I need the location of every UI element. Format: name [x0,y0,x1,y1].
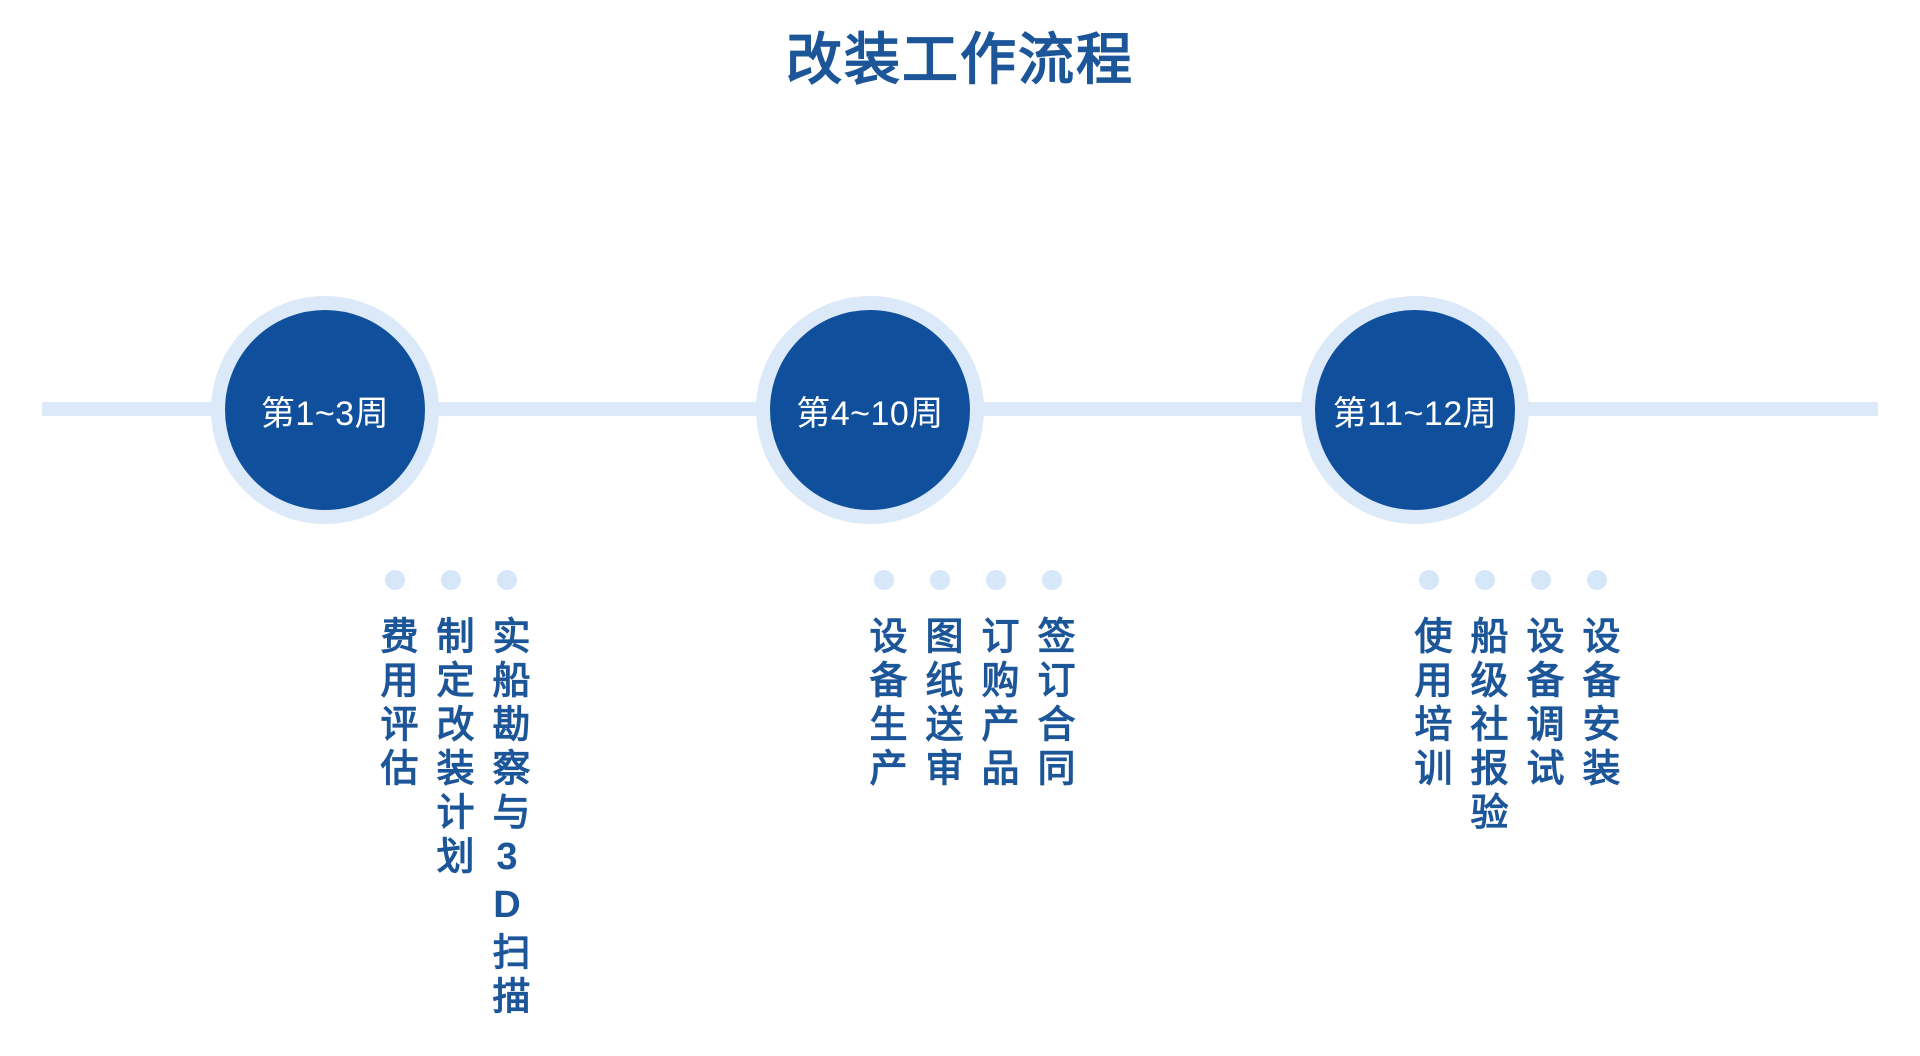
list-item[interactable]: 费用评估 [367,570,423,792]
page-title: 改装工作流程 [786,28,1134,91]
list-item[interactable]: 实船勘察与3D扫描 [479,570,535,1020]
stage-items-2: 签订合同 订购产品 图纸送审 设备生产 [660,570,1164,1040]
stage-item-label: 设备生产 [863,616,905,792]
list-item[interactable]: 船级社报验 [1457,570,1513,836]
bullet-dot-icon [385,570,405,590]
bullet-dot-icon [1475,570,1495,590]
timeline-stage-2: 第4~10周 签订合同 订购产品 图纸送审 设备生产 [660,0,1080,1056]
list-item[interactable]: 设备生产 [856,570,912,792]
bullet-dot-icon [1419,570,1439,590]
stage-item-label: 订购产品 [975,616,1017,792]
bullet-dot-icon [1587,570,1607,590]
stage-item-label: 图纸送审 [919,616,961,792]
list-item[interactable]: 设备安装 [1569,570,1625,792]
stage-node-label-3: 第11~12周 [1332,394,1498,433]
bullet-dot-icon [1042,570,1062,590]
stage-items-1: 实船勘察与3D扫描 制定改装计划 费用评估 [115,570,593,1040]
stage-items-3: 设备安装 设备调试 船级社报验 使用培训 [1205,570,1709,1040]
bullet-dot-icon [986,570,1006,590]
bullet-dot-icon [441,570,461,590]
bullet-dot-icon [930,570,950,590]
stage-item-label: 设备调试 [1520,616,1562,792]
list-item[interactable]: 设备调试 [1513,570,1569,792]
stage-item-label: 费用评估 [374,616,416,792]
stage-node-label-1: 第1~3周 [260,394,390,433]
stage-node-3[interactable]: 第11~12周 [1301,296,1529,524]
stage-item-label: 签订合同 [1031,616,1073,792]
stage-item-label: 使用培训 [1408,616,1450,792]
stage-item-label: 设备安装 [1576,616,1618,792]
stage-item-label: 船级社报验 [1464,616,1506,836]
stage-item-label: 实船勘察与3D扫描 [486,616,528,1020]
timeline-stage-1: 第1~3周 实船勘察与3D扫描 制定改装计划 费用评估 [115,0,535,1056]
stage-item-label: 制定改装计划 [430,616,472,880]
list-item[interactable]: 签订合同 [1024,570,1080,792]
list-item[interactable]: 图纸送审 [912,570,968,792]
timeline-stage-3: 第11~12周 设备安装 设备调试 船级社报验 使用培训 [1205,0,1625,1056]
list-item[interactable]: 订购产品 [968,570,1024,792]
list-item[interactable]: 制定改装计划 [423,570,479,880]
bullet-dot-icon [1531,570,1551,590]
stage-node-label-2: 第4~10周 [796,394,944,433]
stage-node-2[interactable]: 第4~10周 [756,296,984,524]
bullet-dot-icon [497,570,517,590]
stage-node-1[interactable]: 第1~3周 [211,296,439,524]
bullet-dot-icon [874,570,894,590]
list-item[interactable]: 使用培训 [1401,570,1457,792]
